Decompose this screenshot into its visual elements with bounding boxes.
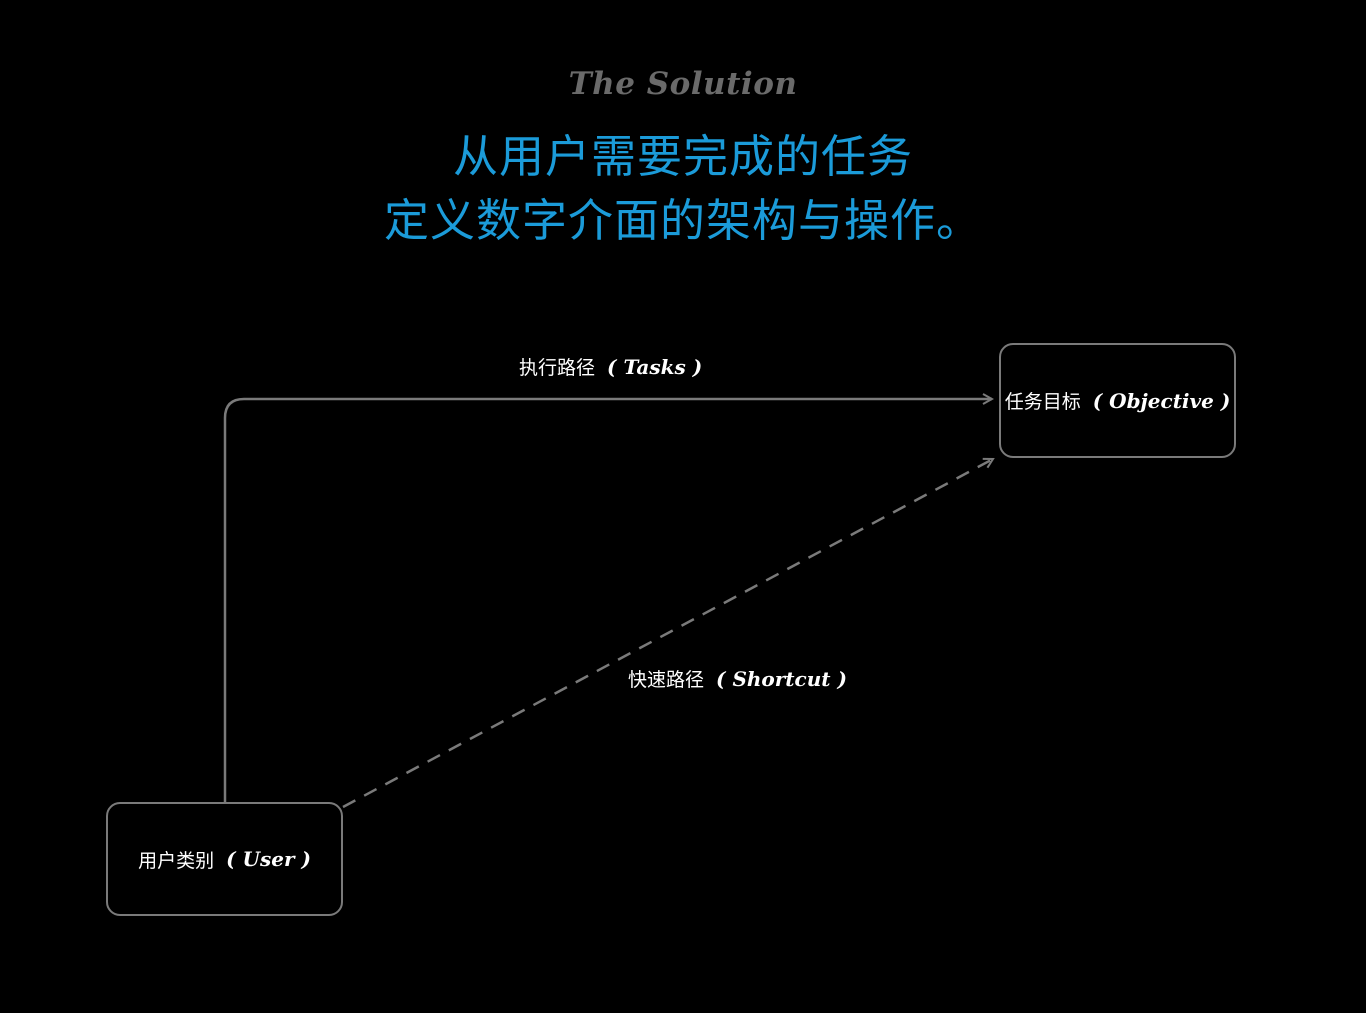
tasks-path-line bbox=[223, 399, 992, 802]
shortcut-label-en: ( Shortcut ) bbox=[716, 666, 847, 691]
user-node-label-zh: 用户类别 bbox=[138, 849, 215, 872]
headline-line-2: 定义数字介面的架构与操作。 bbox=[383, 194, 982, 247]
objective-node: 任务目标 ( Objective ) bbox=[999, 343, 1236, 458]
objective-node-label-zh: 任务目标 bbox=[1004, 391, 1081, 413]
tasks-label-en: ( Tasks ) bbox=[607, 354, 703, 379]
tasks-label-zh: 执行路径 bbox=[519, 357, 596, 379]
section-kicker: The Solution bbox=[568, 66, 798, 102]
user-node: 用户类别 ( User ) bbox=[106, 802, 343, 916]
shortcut-edge-label: 快速路径 ( Shortcut ) bbox=[628, 665, 847, 692]
objective-node-label-en: ( Objective ) bbox=[1092, 388, 1231, 413]
tasks-edge-label: 执行路径 ( Tasks ) bbox=[519, 353, 702, 380]
user-node-label-en: ( User ) bbox=[226, 847, 311, 871]
shortcut-label-zh: 快速路径 bbox=[628, 669, 705, 691]
shortcut-path-line bbox=[342, 459, 993, 809]
headline-line-1: 从用户需要完成的任务 bbox=[452, 130, 913, 183]
